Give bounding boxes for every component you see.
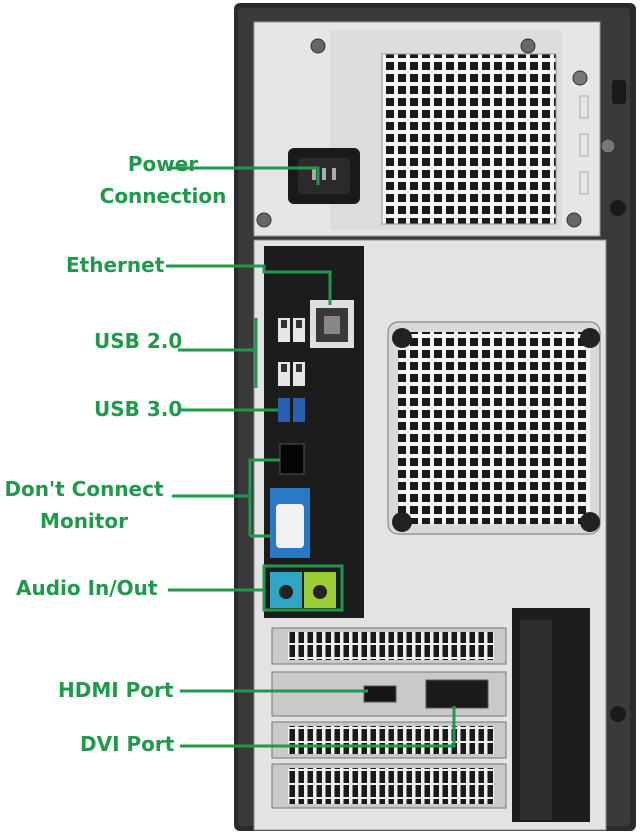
vga-port [276,504,304,548]
label-monitor: Don't Connect Monitor [0,473,168,537]
label-monitor-line2: Monitor [40,509,128,533]
leader-power [170,166,320,185]
displayport [279,443,305,475]
fan-mount-icon [392,328,412,348]
fan-grille [398,332,590,524]
label-audio: Audio In/Out [16,576,158,600]
psu-screw-icon [572,70,588,86]
leader-monitor [172,458,280,498]
fan-mount-icon [580,512,600,532]
psu-screw-icon [520,38,536,54]
label-usb30: USB 3.0 [94,397,183,421]
label-power-line2: Connection [99,184,227,208]
label-power-line1: Power [127,152,199,176]
case-latch [579,133,589,157]
usb-2-ports [278,318,305,386]
padlock-loop [612,80,626,104]
hdmi-port [363,685,397,703]
leader-lines [166,166,456,748]
leader-ethernet [166,264,332,305]
case-latch [579,95,589,119]
fan-mount-icon [392,512,412,532]
psu-screw-icon [600,138,616,154]
usb-3-ports [278,398,305,422]
case-latch [579,171,589,195]
psu-vent [381,53,557,225]
psu-screw-icon [566,212,582,228]
psu-screw-icon [256,212,272,228]
label-usb20: USB 2.0 [94,329,183,353]
audio-out-jack [313,585,327,599]
thumb-screw-icon [610,706,626,722]
dvi-port [425,679,489,709]
label-monitor-line1: Don't Connect [4,477,164,501]
thumb-screw-icon [610,200,626,216]
audio-in-jack [279,585,293,599]
label-dvi: DVI Port [80,732,175,756]
audio-box [262,564,344,612]
label-hdmi: HDMI Port [58,678,174,702]
label-power: Power Connection [98,148,228,212]
label-ethernet: Ethernet [66,253,165,277]
fan-mount-icon [580,328,600,348]
psu-screw-icon [310,38,326,54]
leader-dvi [180,706,456,748]
